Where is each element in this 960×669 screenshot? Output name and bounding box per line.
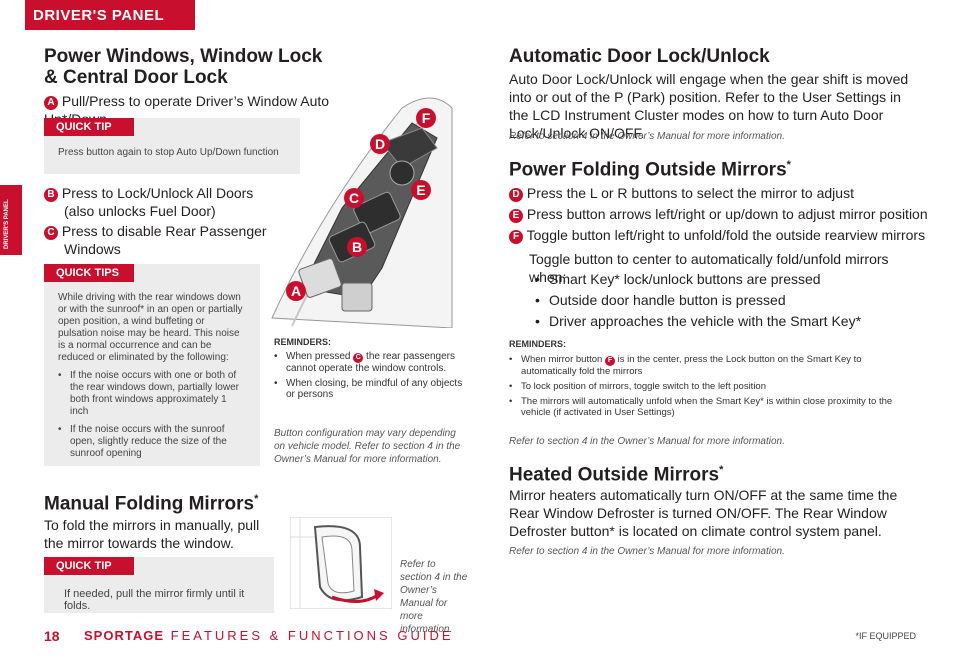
quick-tip-manual: QUICK TIP If needed, pull the mirror fir… [44, 557, 274, 613]
auto-lock-text: Auto Door Lock/Unlock will engage when t… [509, 71, 909, 141]
power-folding-bullets: Smart Key* lock/unlock buttons are press… [535, 270, 915, 330]
item-c-line1: Press to disable Rear Passenger [61, 223, 267, 239]
badge-c-small: C [353, 353, 364, 363]
heated-title-text: Heated Outside Mirrors [509, 464, 720, 486]
quick-tips-bullet-1: If the noise occurs with one or both of … [58, 370, 246, 418]
left-reminders: REMINDERS: When pressed C the rear passe… [274, 337, 464, 400]
power-folding-bullet-2: Outside door handle button is pressed [535, 291, 915, 309]
left-reminder-2: When closing, be mindful of any objects … [274, 378, 464, 400]
badge-d: D [509, 188, 523, 202]
auto-lock-title: Automatic Door Lock/Unlock [509, 46, 770, 67]
quick-tip-text: Press button again to stop Auto Up/Down … [58, 147, 279, 158]
manual-folding-title-text: Manual Folding Mirrors [44, 493, 255, 515]
power-folding-refer: Refer to section 4 in the Owner’s Manual… [509, 436, 785, 447]
quick-tips-paragraph: While driving with the rear windows down… [58, 292, 243, 363]
item-b-line1: Press to Lock/Unlock All Doors [61, 185, 254, 201]
footer-title: SPORTAGE FEATURES & FUNCTIONS GUIDE [84, 628, 454, 643]
right-reminder-1-pre: When mirror button [521, 354, 603, 365]
power-folding-title: Power Folding Outside Mirrors* [509, 155, 791, 180]
left-reminder-1: When pressed C the rear passengers canno… [274, 351, 464, 374]
quick-tips-label: QUICK TIPS [44, 264, 134, 282]
heated-title: Heated Outside Mirrors* [509, 460, 723, 485]
left-reminders-title: REMINDERS: [274, 337, 332, 347]
item-b: B Press to Lock/Unlock All Doors (also u… [44, 184, 274, 220]
quick-tip-label: QUICK TIP [44, 118, 134, 136]
footer-brand: SPORTAGE [84, 628, 164, 643]
power-folding-sup: * [786, 159, 791, 171]
mirror-illustration [290, 517, 392, 609]
diagram-label-a: A [286, 281, 306, 301]
power-folding-title-text: Power Folding Outside Mirrors [509, 159, 787, 181]
item-c-line2: Windows [64, 241, 121, 257]
item-e: E Press button arrows left/right or up/d… [509, 205, 929, 223]
manual-folding-text: To fold the mirrors in manually, pull th… [44, 517, 260, 551]
quick-tip-1: QUICK TIP Press button again to stop Aut… [44, 118, 300, 174]
right-reminder-1: When mirror button F is in the center, p… [509, 354, 919, 377]
item-f: F Toggle button left/right to unfold/fol… [509, 226, 929, 244]
right-reminders-title: REMINDERS: [509, 339, 567, 349]
side-tab: DRIVER'S PANEL [0, 185, 22, 255]
right-reminder-3: The mirrors will automatically unfold wh… [509, 396, 919, 418]
button-config-note: Button configuration may vary depending … [274, 428, 461, 465]
heated-sup: * [719, 464, 724, 476]
heated-refer: Refer to section 4 in the Owner’s Manual… [509, 546, 785, 557]
side-tab-label: DRIVER'S PANEL [4, 199, 10, 249]
item-d-text: Press the L or R buttons to select the m… [526, 185, 854, 201]
if-equipped-note: *IF EQUIPPED [855, 631, 916, 641]
auto-lock-refer: Refer to section 4 in the Owner’s Manual… [509, 131, 785, 142]
badge-f: F [509, 230, 523, 244]
power-folding-bullet-1: Smart Key* lock/unlock buttons are press… [535, 270, 915, 288]
quick-tip-manual-label: QUICK TIP [44, 557, 134, 575]
quick-tips-box: QUICK TIPS While driving with the rear w… [44, 264, 260, 466]
power-windows-title: Power Windows, Window Lock & Central Doo… [44, 46, 322, 88]
item-f-text: Toggle button left/right to unfold/fold … [526, 227, 926, 243]
diagram-label-f: F [416, 108, 436, 128]
quick-tips-bullet-2: If the noise occurs with the sunroof ope… [58, 424, 246, 460]
diagram-label-e: E [411, 180, 431, 200]
badge-a: A [44, 96, 58, 110]
badge-e: E [509, 209, 523, 223]
diagram-label-b: B [347, 237, 367, 257]
left-reminder-1-pre: When pressed [286, 351, 351, 362]
badge-b: B [44, 188, 58, 202]
badge-f-small: F [604, 356, 615, 366]
manual-folding-title: Manual Folding Mirrors* [44, 489, 258, 514]
quick-tip-manual-text: If needed, pull the mirror firmly until … [64, 588, 245, 612]
diagram-label-d: D [370, 134, 390, 154]
item-c: C Press to disable Rear Passenger Window… [44, 222, 274, 258]
manual-folding-sup: * [254, 493, 259, 505]
item-b-line2: (also unlocks Fuel Door) [64, 203, 216, 219]
left-reminder-1-post: the rear passengers cannot operate the w… [286, 351, 455, 374]
heated-text: Mirror heaters automatically turn ON/OFF… [509, 487, 898, 539]
right-reminders: REMINDERS: When mirror button F is in th… [509, 339, 919, 418]
page-number: 18 [44, 628, 60, 644]
item-e-text: Press button arrows left/right or up/dow… [526, 206, 928, 222]
footer-guide: FEATURES & FUNCTIONS GUIDE [170, 628, 454, 643]
door-panel-illustration [271, 97, 453, 328]
badge-c: C [44, 226, 58, 240]
title-line-2: & Central Door Lock [44, 67, 228, 88]
item-d: D Press the L or R buttons to select the… [509, 184, 929, 202]
right-reminder-2: To lock position of mirrors, toggle swit… [509, 381, 919, 392]
diagram-label-c: C [344, 188, 364, 208]
right-reminder-1-post: is in the center, press the Lock button … [521, 354, 862, 377]
manual-folding-refer: Refer to section 4 in the Owner’s Manual… [400, 559, 468, 635]
title-line-1: Power Windows, Window Lock [44, 46, 323, 67]
section-header: DRIVER'S PANEL [25, 0, 195, 30]
power-folding-bullet-3: Driver approaches the vehicle with the S… [535, 312, 915, 330]
